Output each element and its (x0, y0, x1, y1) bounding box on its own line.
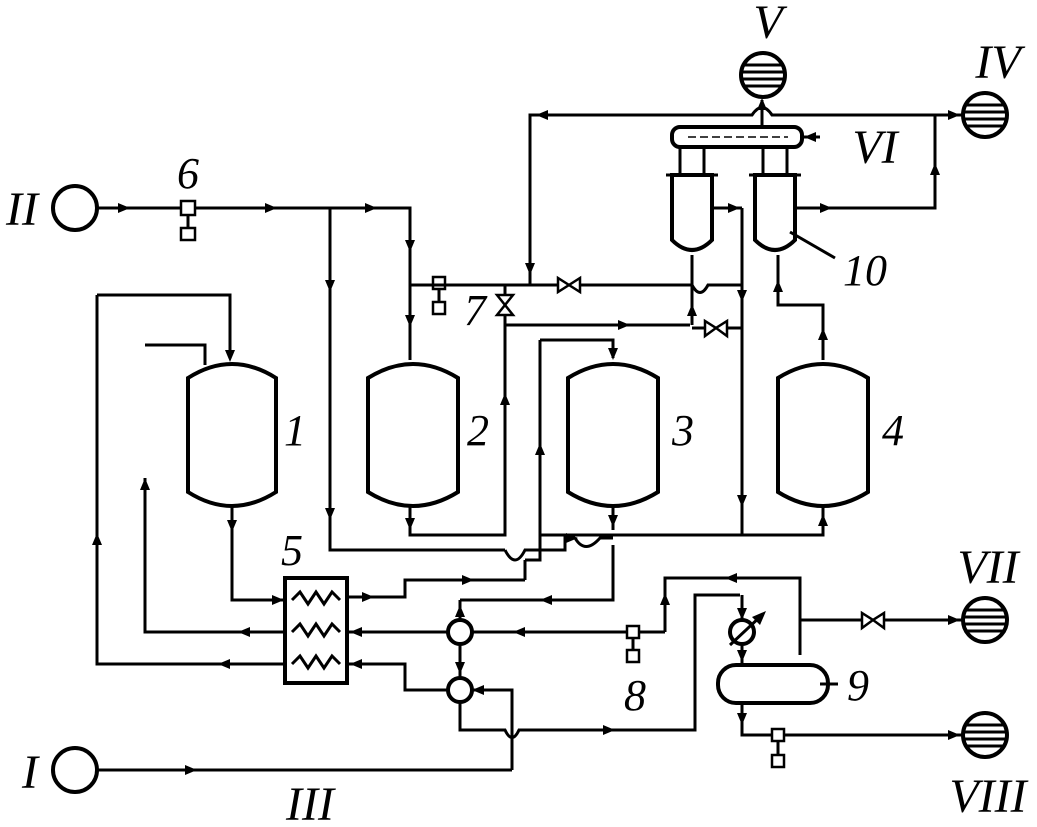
label-reactor-3: 3 (671, 406, 694, 455)
pump-lower (446, 593, 740, 770)
feed-i-line (51, 746, 512, 794)
label-stream-viii: VIII (949, 770, 1028, 823)
reactor-3 (460, 320, 690, 605)
instrument-8 (625, 573, 802, 664)
label-separator-9: 9 (847, 661, 869, 710)
label-reactor-1: 1 (284, 406, 306, 455)
valve-7 (494, 285, 516, 325)
flow-sensor-6 (179, 199, 197, 217)
label-stream-vii: VII (957, 541, 1020, 594)
heat-exchanger-5 (92, 295, 527, 692)
label-stream-i: I (21, 746, 40, 799)
label-condenser-10: 10 (843, 246, 887, 295)
output-v (739, 51, 787, 99)
valve-top (556, 275, 692, 295)
label-stream-vi: VI (852, 121, 899, 174)
output-viii (961, 711, 1009, 759)
feed-ii-source (51, 184, 99, 232)
label-stream-v: V (753, 0, 787, 49)
label-stream-iii: III (285, 778, 336, 827)
label-stream-ii: II (5, 183, 40, 236)
separator-9 (716, 595, 965, 769)
label-stream-iv: IV (974, 36, 1025, 89)
label-instrument-8: 8 (624, 671, 646, 720)
label-heat-exchanger-5: 5 (281, 526, 303, 575)
label-instrument-6: 6 (177, 149, 199, 198)
label-reactor-4: 4 (882, 406, 904, 455)
valve-middle (692, 318, 742, 339)
reactor-1 (97, 293, 284, 605)
feed-ii-line (51, 184, 505, 552)
output-vii (961, 596, 1009, 644)
condenser-10 (666, 115, 940, 325)
label-reactor-2: 2 (467, 406, 489, 455)
label-valve-7: 7 (464, 286, 488, 335)
reactor-2 (366, 275, 560, 537)
output-iv (961, 91, 1009, 139)
pipe-crossover (503, 536, 575, 562)
